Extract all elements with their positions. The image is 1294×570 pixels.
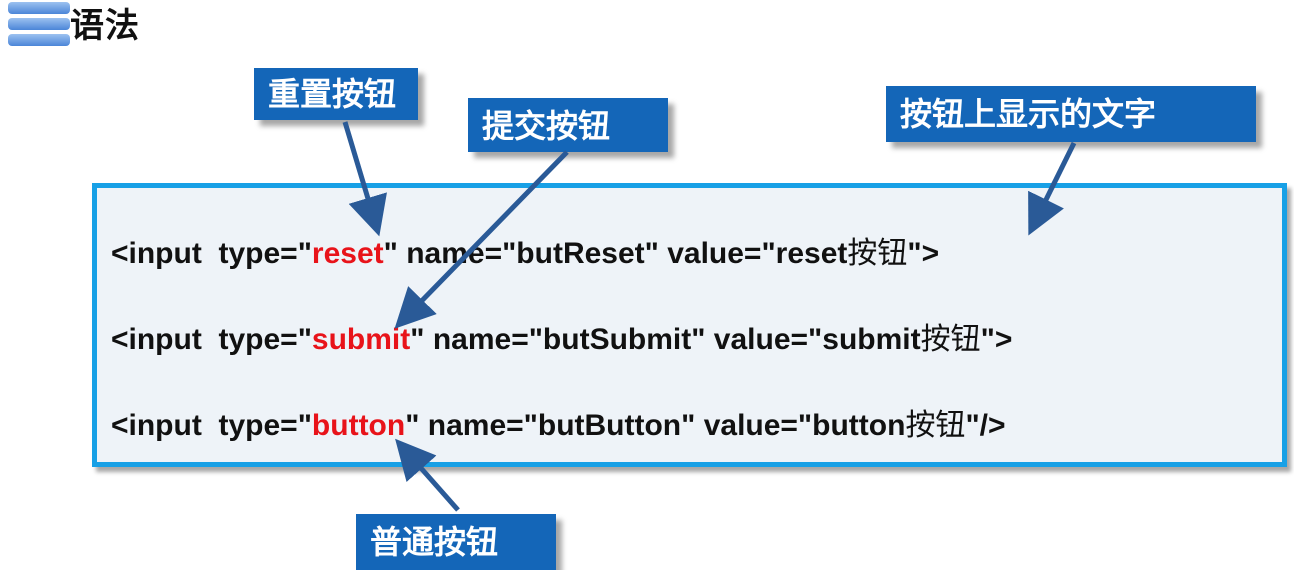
code-box (92, 183, 1287, 467)
type-value-submit: submit (311, 323, 411, 356)
code-line-submit: <input type="submit" name="butSubmit" va… (111, 322, 1012, 358)
code-prefix: <input type=" (111, 237, 312, 270)
page-title: 语法 (70, 6, 140, 46)
code-line-reset: <input type="reset" name="butReset" valu… (111, 236, 939, 272)
code-cn-text: 按钮 (847, 236, 908, 271)
code-cn-text: 按钮 (905, 408, 966, 443)
code-suffix: "/> (965, 409, 1006, 442)
callout-reset: 重置按钮 (254, 68, 418, 120)
code-middle: " name="butReset" value="reset (383, 237, 848, 270)
callout-submit: 提交按钮 (468, 98, 668, 152)
callout-button-text: 按钮上显示的文字 (886, 86, 1256, 142)
code-suffix: "> (907, 237, 940, 270)
callout-normal-button: 普通按钮 (356, 514, 556, 570)
code-middle: " name="butSubmit" value="submit (410, 323, 921, 356)
code-prefix: <input type=" (111, 409, 312, 442)
code-cn-text: 按钮 (920, 322, 981, 357)
type-value-button: button (311, 409, 406, 442)
stacked-bars-icon (8, 0, 72, 50)
type-value-reset: reset (311, 237, 384, 270)
code-prefix: <input type=" (111, 323, 312, 356)
code-middle: " name="butButton" value="button (405, 409, 906, 442)
code-line-button: <input type="button" name="butButton" va… (111, 408, 1006, 444)
code-suffix: "> (980, 323, 1013, 356)
